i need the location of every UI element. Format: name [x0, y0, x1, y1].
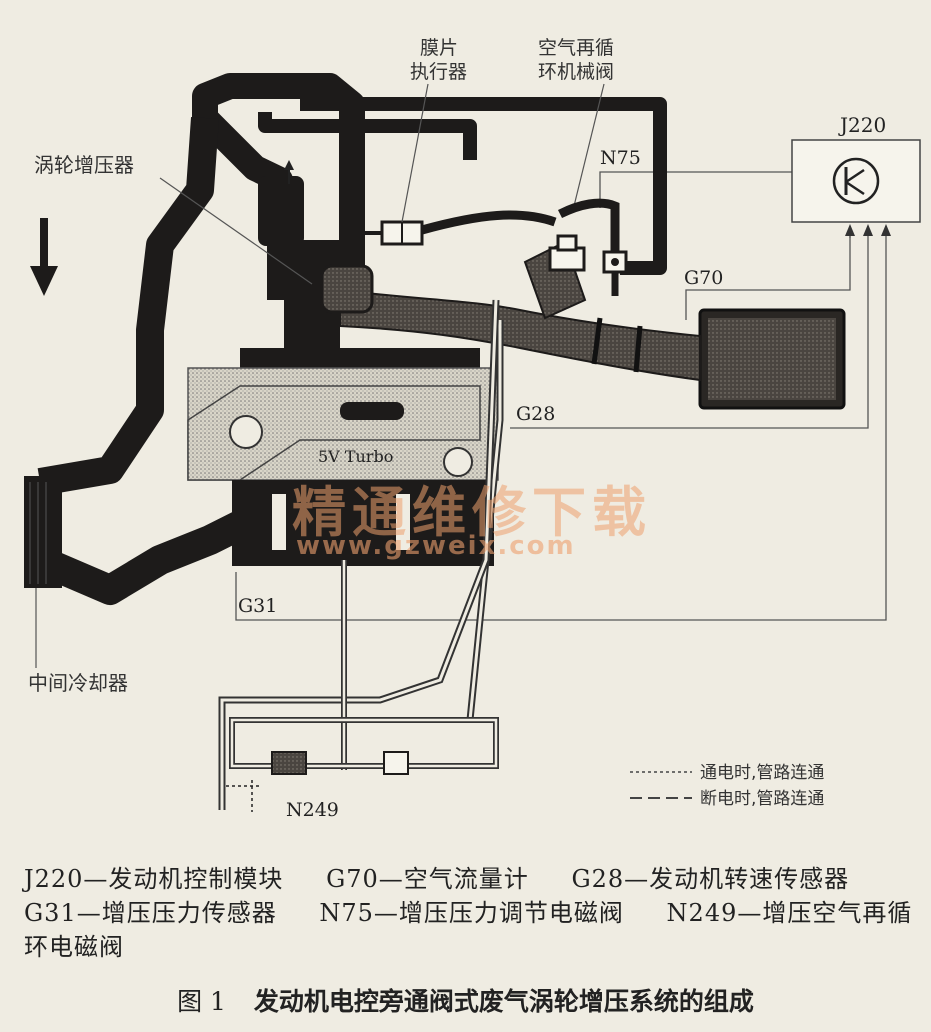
engine-badge: 5V Turbo: [318, 447, 393, 466]
recirc-label-2: 环机械阀: [538, 61, 614, 83]
g28-label: G28: [516, 403, 555, 425]
turbo-system-diagram: J220: [24, 37, 921, 821]
n75-hose: [557, 198, 620, 260]
watermark-text: 精通维修下载: [292, 481, 652, 544]
watermark-url: www.gzweix.com: [296, 531, 576, 561]
note-j220: J220—发动机控制模块: [24, 865, 284, 893]
charge-air-pipes: [34, 73, 667, 605]
actuator-leader: [401, 83, 429, 223]
note-g28: G28—发动机转速传感器: [571, 865, 850, 893]
up-arrow: [284, 160, 294, 184]
note-g70: G70—空气流量计: [326, 865, 529, 893]
actuator-hose: [420, 210, 557, 235]
recirc-leader: [573, 83, 605, 207]
recirc-label-1: 空气再循: [538, 37, 614, 59]
intake-pipe: [339, 288, 701, 382]
n249-label: N249: [286, 799, 339, 821]
legend-powered: 通电时,管路连通: [700, 763, 824, 783]
component-notes: J220—发动机控制模块 G70—空气流量计 G28—发动机转速传感器 G31—…: [24, 862, 914, 964]
ecu-label: J220: [838, 113, 886, 137]
intercooler-label: 中间冷却器: [28, 671, 128, 695]
intake-clamps: [591, 317, 643, 373]
note-n249: N249—增压空气再循环电磁阀: [24, 899, 913, 961]
actuator-label-2: 执行器: [410, 61, 467, 83]
note-g31: G31—增压压力传感器: [24, 899, 277, 927]
wire-arrows: [845, 224, 891, 236]
n75-valve: [602, 250, 628, 296]
down-arrow: [30, 218, 58, 296]
recirc-valve-head: [548, 234, 586, 272]
turbo-label: 涡轮增压器: [34, 153, 134, 177]
ecu-j220-box: [791, 139, 921, 223]
n75-label: N75: [600, 147, 641, 169]
note-n75: N75—增压压力调节电磁阀: [319, 899, 624, 927]
n249-valve: [226, 751, 409, 812]
figure-caption: 图 1 发动机电控旁通阀式废气涡轮增压系统的组成: [0, 982, 931, 1018]
control-hoses: [218, 299, 504, 810]
engine-block: 5V Turbo: [187, 348, 499, 566]
g31-label: G31: [238, 595, 277, 617]
turbocharger: [258, 176, 374, 352]
signal-wires: [235, 171, 887, 621]
figure-title: 发动机电控旁通阀式废气涡轮增压系统的组成: [253, 987, 754, 1016]
figure-number: 图 1: [177, 987, 226, 1016]
actuator-label-1: 膜片: [420, 37, 458, 59]
legend-unpowered: 断电时,管路连通: [700, 789, 824, 809]
turbo-leader: [159, 177, 313, 285]
air-filter-box: [698, 308, 846, 410]
g70-label: G70: [684, 267, 723, 289]
intercooler: [24, 476, 62, 588]
